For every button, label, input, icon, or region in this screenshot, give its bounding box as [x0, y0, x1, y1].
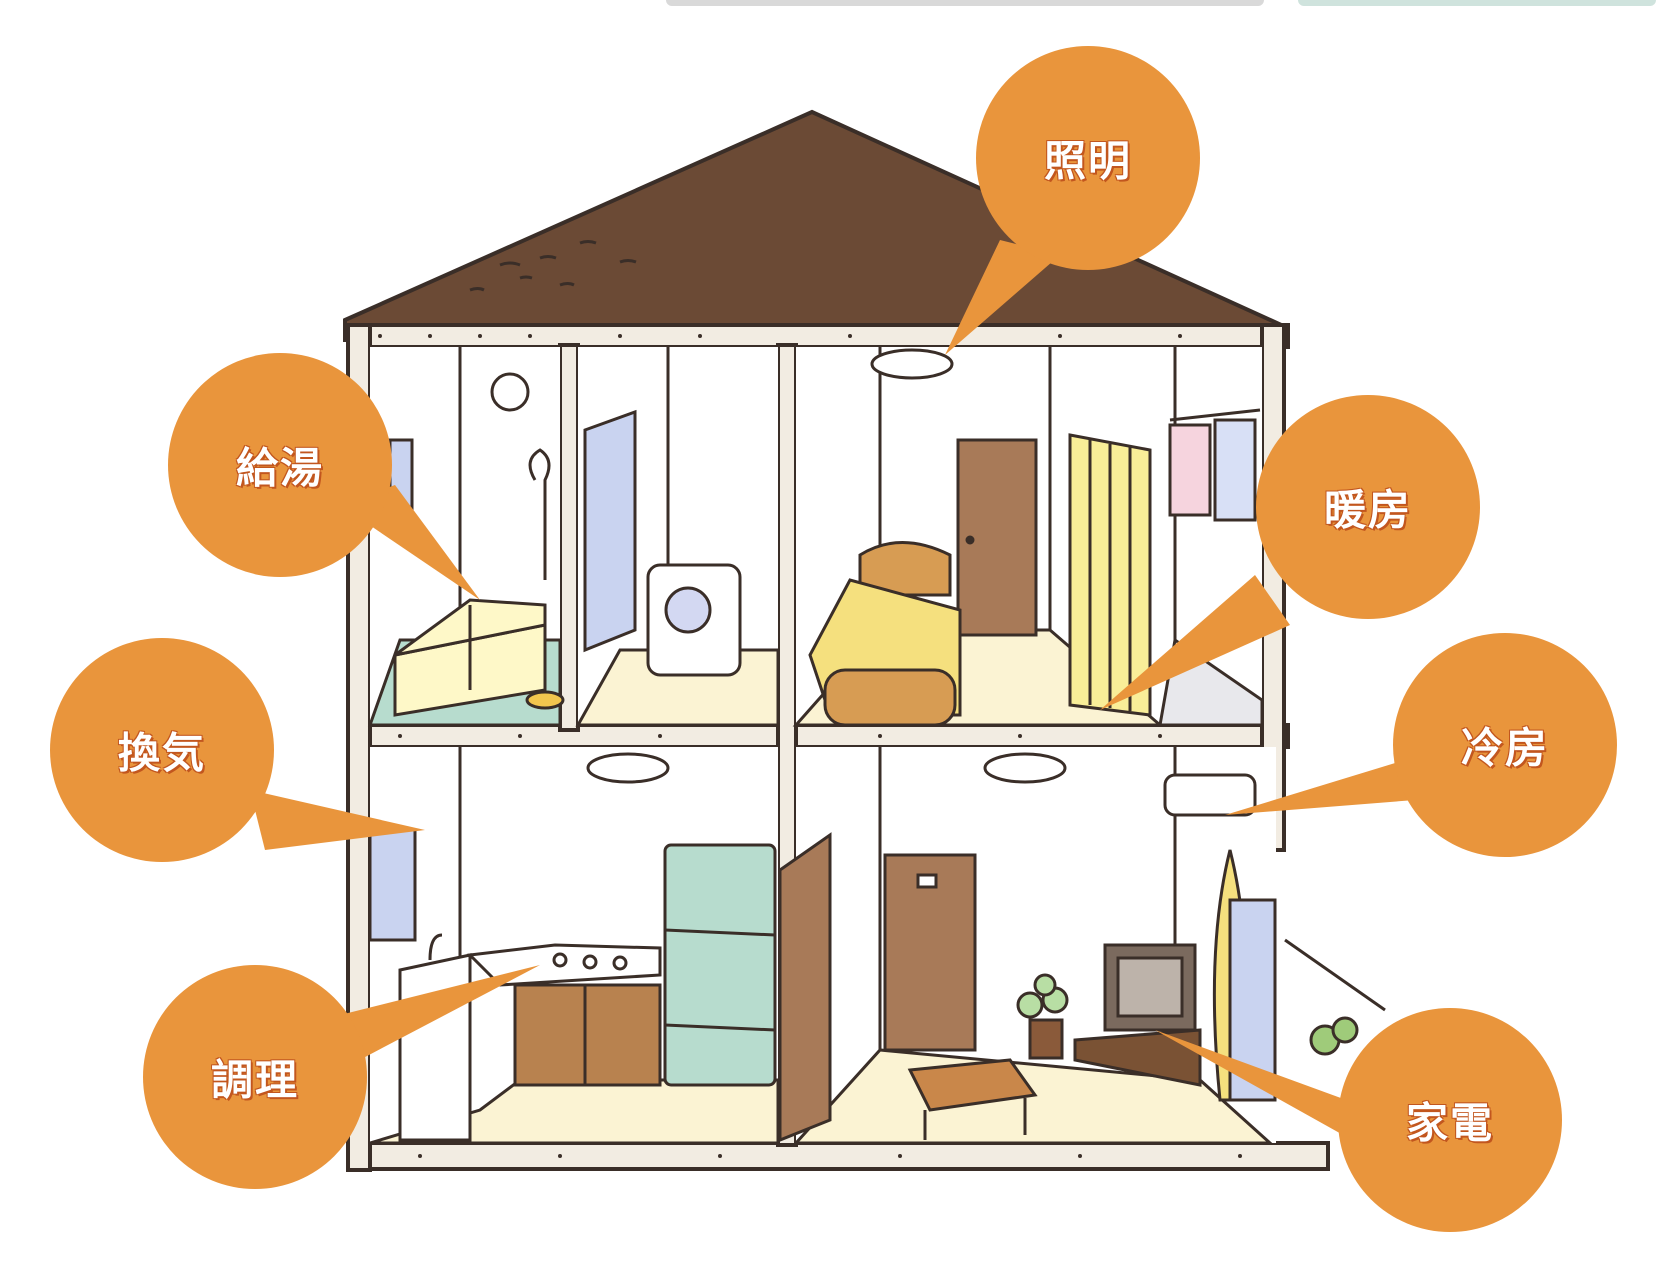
bedroom-fixtures	[808, 348, 1261, 727]
label-cooking: 調理	[210, 1055, 300, 1105]
label-hot-water: 給湯	[235, 443, 325, 493]
bubble-heating	[1256, 395, 1480, 619]
bubble-cooling	[1393, 633, 1617, 857]
label-bubbles	[50, 46, 1617, 1232]
top-bar-left	[666, 0, 1264, 6]
bubble-pointers	[250, 240, 1415, 1150]
bubble-cooking	[143, 965, 367, 1189]
top-bar-right	[1298, 0, 1656, 6]
label-appliances: 家電	[1405, 1098, 1495, 1148]
bubble-appliances	[1338, 1008, 1562, 1232]
roof-texture	[469, 240, 637, 292]
ceiling-light-upper	[870, 348, 954, 380]
label-heating: 暖房	[1323, 485, 1413, 535]
living-fixtures	[883, 752, 1386, 1140]
label-ventilation: 換気	[117, 728, 207, 778]
bubble-ventilation	[50, 638, 274, 862]
ceiling-light-kitchen	[586, 752, 670, 784]
ceiling-light-living	[983, 752, 1067, 784]
laundry-fixtures	[583, 409, 742, 677]
bubble-lighting	[976, 46, 1200, 270]
label-lighting: 照明	[1043, 136, 1133, 186]
label-cooling: 冷房	[1460, 723, 1550, 773]
bubble-hot-water	[168, 353, 392, 577]
